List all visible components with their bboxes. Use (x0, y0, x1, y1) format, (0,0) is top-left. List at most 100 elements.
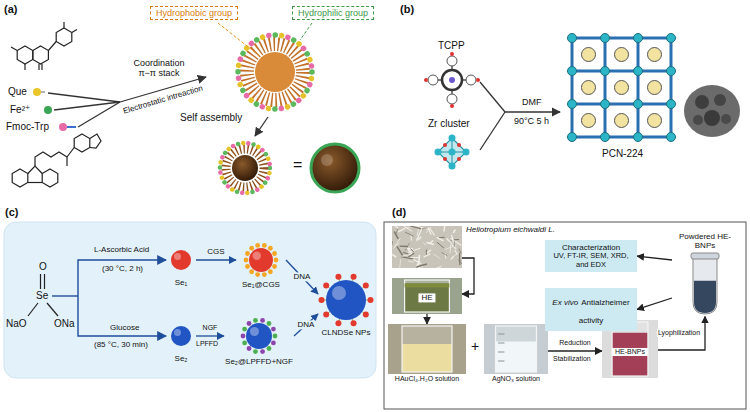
label-text: Fe²⁺ (10, 104, 30, 116)
photo-part (397, 246, 403, 255)
photo-part (392, 226, 462, 268)
ball-part (245, 251, 250, 256)
label-text: (c) (5, 206, 18, 219)
photo-node: AgNO₃ solution (484, 324, 548, 383)
label-text: ONa (54, 318, 75, 330)
illustration-part (56, 28, 72, 46)
label-text: Glucose (110, 323, 139, 332)
illustration-part (695, 95, 709, 109)
connector (426, 314, 427, 324)
label-text: (d) (392, 206, 406, 219)
label-text: (30 °C, 2 h) (102, 264, 143, 273)
photo-part (458, 260, 462, 264)
illustration-part (300, 23, 312, 40)
fmoc-trp-molecule (12, 134, 101, 187)
connector (286, 260, 318, 294)
illustration-part (90, 134, 101, 148)
photo-part (498, 334, 504, 335)
illustration-part (476, 78, 480, 82)
illustration-part (218, 23, 262, 58)
tcpp-icon (424, 52, 480, 108)
label-text: Electrostatic intreaction (122, 84, 204, 116)
illustration-part (450, 52, 454, 56)
illustration-part (572, 103, 671, 106)
label-text: DMF (522, 97, 542, 107)
illustration-part (447, 94, 457, 104)
photo-part (400, 245, 408, 247)
ball-shape (318, 272, 374, 328)
illustration-part (634, 100, 643, 109)
photo-part (453, 230, 455, 233)
photo-part (694, 281, 716, 313)
ball-part (174, 329, 181, 336)
reduction-arrows (52, 260, 166, 336)
illustration-part (67, 148, 74, 158)
edge-label: Reduction (558, 339, 592, 347)
ball-part (260, 349, 265, 354)
illustration-part (568, 67, 577, 76)
node-text: Heliotropium eichwaldi L. (466, 225, 555, 234)
ball-part (242, 327, 247, 332)
callout-box: Hydrophilic group (292, 6, 374, 20)
label-text: (b) (400, 3, 414, 16)
illustration-part (634, 133, 643, 142)
photo-part (417, 229, 419, 236)
illustration-part (220, 143, 270, 193)
photo-part (484, 324, 548, 374)
photo-ag (484, 324, 548, 374)
illustration-part (33, 88, 41, 96)
illustration-part (572, 70, 671, 73)
node-text: Se₂ (166, 354, 196, 363)
node-text: HE (418, 293, 435, 302)
zr-cluster-icon (435, 135, 470, 170)
label-text: = (293, 156, 302, 174)
photo-part (395, 226, 398, 228)
edge-label: CGS (206, 247, 225, 256)
photo-tube (672, 252, 738, 316)
illustration-part (67, 126, 76, 128)
pcn-224-framework (568, 34, 676, 142)
ball-part (268, 269, 273, 274)
photo-part (392, 278, 462, 314)
ball-part (262, 272, 267, 277)
label-text: LPFFD (196, 340, 218, 348)
illustration-part (449, 77, 455, 83)
label-text: O (39, 261, 47, 273)
illustration-part (442, 70, 462, 90)
connector (294, 314, 318, 336)
illustration-part (443, 157, 447, 161)
nanoparticle-node: Se₁@CGS (236, 240, 286, 289)
illustration-part (667, 67, 676, 76)
photo-part (408, 248, 420, 252)
photo-part (392, 254, 396, 257)
node-text: Characterization (549, 243, 633, 252)
ball-part (332, 286, 346, 300)
photo-part (402, 326, 452, 372)
photo-part (417, 228, 422, 241)
connector (637, 256, 672, 260)
ball-part (271, 341, 276, 346)
photo-node: Heliotropium eichwaldi L. (392, 226, 462, 268)
photo-part (691, 253, 719, 259)
illustration-part (667, 133, 676, 142)
ball-part (245, 264, 250, 269)
illustration-part (78, 102, 120, 127)
photo-part (454, 241, 455, 247)
illustration-part (637, 38, 640, 137)
photo-part (392, 241, 393, 245)
illustration-part (435, 149, 442, 156)
illustration-part (255, 52, 295, 92)
illustration-part (480, 112, 505, 150)
illustration-part (66, 157, 67, 166)
photo-part (498, 361, 504, 362)
illustration-part (457, 143, 461, 147)
illustration-part (572, 136, 671, 139)
photo-part (693, 258, 717, 314)
nanoparticle-node: CLNDSe NPs (318, 272, 374, 337)
illustration-part (568, 133, 577, 142)
ball-part (174, 253, 181, 260)
illustration-part (28, 166, 42, 174)
illustration-part (238, 35, 312, 109)
photo-part (429, 241, 433, 244)
illustration-part (24, 64, 25, 70)
